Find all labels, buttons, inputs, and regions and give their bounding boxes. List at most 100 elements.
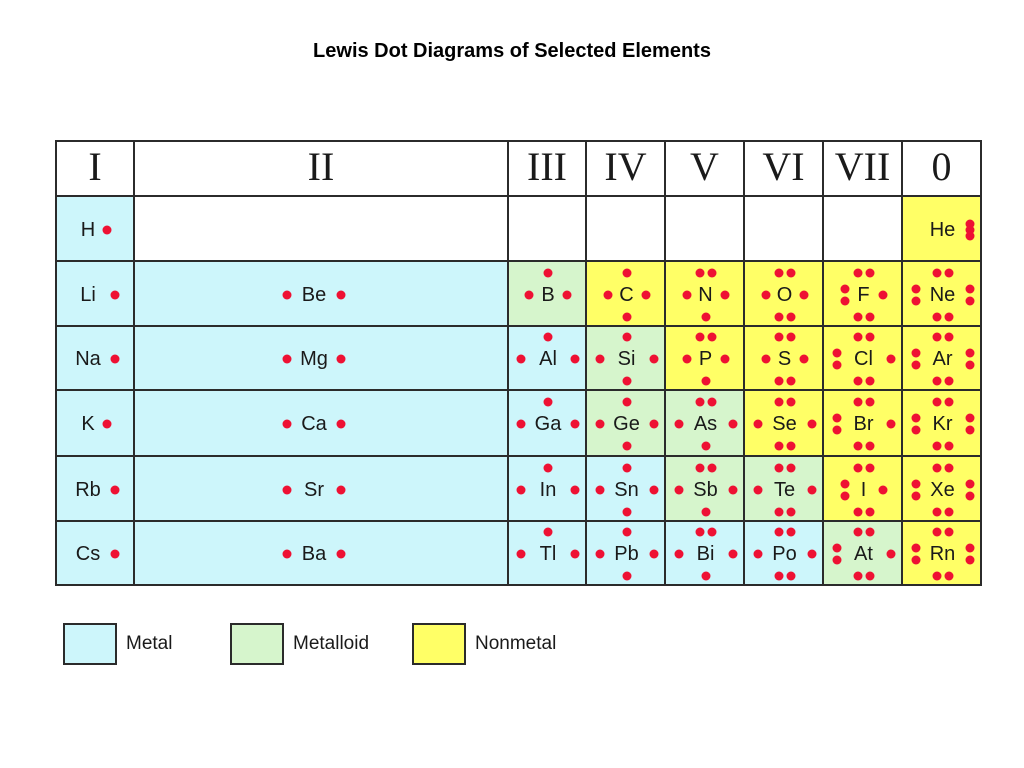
- valence-electron-dot: [701, 507, 710, 516]
- element-symbol: S: [777, 348, 792, 370]
- valence-electron-dot: [674, 419, 683, 429]
- valence-electron-dot: [878, 290, 887, 299]
- valence-electron-dot: [865, 527, 874, 537]
- valence-electron-dot: [622, 571, 631, 581]
- element-cell-be: Be: [133, 260, 509, 327]
- valence-electron-dot: [799, 290, 808, 299]
- valence-electron-dot: [728, 419, 737, 429]
- valence-electron-dot: [570, 549, 580, 559]
- element-symbol: Ca: [301, 413, 327, 435]
- valence-electron-dot: [102, 419, 112, 429]
- element-symbol: N: [698, 283, 713, 306]
- valence-electron-dot: [832, 425, 841, 435]
- valence-electron-dot: [701, 571, 710, 581]
- legend-swatch-nonmetal: [412, 623, 466, 665]
- valence-electron-dot: [786, 507, 795, 516]
- element-cell-al: Al: [507, 325, 587, 391]
- element-symbol: As: [693, 413, 718, 435]
- element-cell-sn: Sn: [585, 455, 666, 522]
- element-symbol: Se: [772, 413, 797, 435]
- valence-electron-dot: [282, 354, 292, 364]
- valence-electron-dot: [944, 332, 953, 342]
- element-symbol: Na: [75, 348, 101, 370]
- valence-electron-dot: [649, 419, 658, 429]
- valence-electron-dot: [911, 425, 920, 435]
- element-symbol: Si: [617, 348, 636, 370]
- valence-electron-dot: [562, 290, 572, 299]
- valence-electron-dot: [865, 376, 874, 386]
- element-symbol: Br: [853, 413, 874, 435]
- valence-electron-dot: [944, 527, 953, 537]
- legend-label-metal: Metal: [126, 633, 173, 654]
- valence-electron-dot: [102, 225, 112, 234]
- valence-electron-dot: [649, 549, 658, 559]
- element-cell-f: F: [822, 260, 903, 327]
- valence-electron-dot: [878, 485, 887, 494]
- valence-electron-dot: [753, 419, 762, 429]
- valence-electron-dot: [853, 441, 862, 451]
- valence-electron-dot: [524, 290, 534, 299]
- element-symbol: Mg: [300, 348, 328, 370]
- valence-electron-dot: [774, 441, 783, 451]
- valence-electron-dot: [911, 479, 920, 488]
- valence-electron-dot: [786, 397, 795, 407]
- element-symbol: Xe: [930, 478, 955, 501]
- element-symbol: Ba: [301, 543, 327, 565]
- valence-electron-dot: [865, 571, 874, 581]
- valence-electron-dot: [786, 463, 795, 472]
- element-cell-ga: Ga: [507, 389, 587, 457]
- element-symbol: Sb: [693, 478, 718, 501]
- valence-electron-dot: [853, 527, 862, 537]
- valence-electron-dot: [911, 555, 920, 565]
- empty-cell: [507, 195, 587, 262]
- valence-electron-dot: [965, 225, 974, 234]
- valence-electron-dot: [622, 332, 631, 342]
- element-symbol: C: [619, 283, 634, 306]
- group-header: IV: [585, 140, 666, 197]
- diagram-title: Lewis Dot Diagrams of Selected Elements: [313, 40, 711, 62]
- valence-electron-dot: [840, 479, 849, 488]
- valence-electron-dot: [110, 485, 120, 494]
- valence-electron-dot: [832, 413, 841, 423]
- valence-electron-dot: [695, 332, 704, 342]
- element-symbol: Rn: [929, 543, 956, 565]
- legend-label-metalloid: Metalloid: [293, 633, 370, 654]
- valence-electron-dot: [944, 312, 953, 321]
- valence-electron-dot: [944, 376, 953, 386]
- valence-electron-dot: [595, 419, 604, 429]
- valence-electron-dot: [853, 463, 862, 472]
- element-cell-rb: Rb: [55, 455, 135, 522]
- valence-electron-dot: [570, 419, 580, 429]
- valence-electron-dot: [865, 332, 874, 342]
- valence-electron-dot: [774, 463, 783, 472]
- legend-swatch-metalloid: [230, 623, 284, 665]
- element-symbol: Sn: [614, 478, 639, 501]
- element-cell-te: Te: [743, 455, 824, 522]
- element-symbol: Ge: [613, 413, 640, 435]
- valence-electron-dot: [932, 268, 941, 277]
- valence-electron-dot: [840, 296, 849, 305]
- valence-electron-dot: [786, 332, 795, 342]
- valence-electron-dot: [786, 441, 795, 451]
- valence-electron-dot: [761, 354, 770, 364]
- element-cell-sr: Sr: [133, 455, 509, 522]
- element-cell-pb: Pb: [585, 520, 666, 586]
- valence-electron-dot: [701, 376, 710, 386]
- valence-electron-dot: [761, 290, 770, 299]
- valence-electron-dot: [807, 485, 816, 494]
- valence-electron-dot: [622, 527, 631, 537]
- valence-electron-dot: [774, 397, 783, 407]
- element-cell-ar: Ar: [901, 325, 982, 391]
- valence-electron-dot: [543, 332, 553, 342]
- empty-cell: [133, 195, 509, 262]
- valence-electron-dot: [865, 268, 874, 277]
- group-header: I: [55, 140, 135, 197]
- valence-electron-dot: [701, 312, 710, 321]
- valence-electron-dot: [707, 332, 716, 342]
- valence-electron-dot: [603, 290, 612, 299]
- valence-electron-dot: [674, 549, 683, 559]
- valence-electron-dot: [786, 312, 795, 321]
- valence-electron-dot: [965, 296, 974, 305]
- element-cell-po: Po: [743, 520, 824, 586]
- element-cell-ca: Ca: [133, 389, 509, 457]
